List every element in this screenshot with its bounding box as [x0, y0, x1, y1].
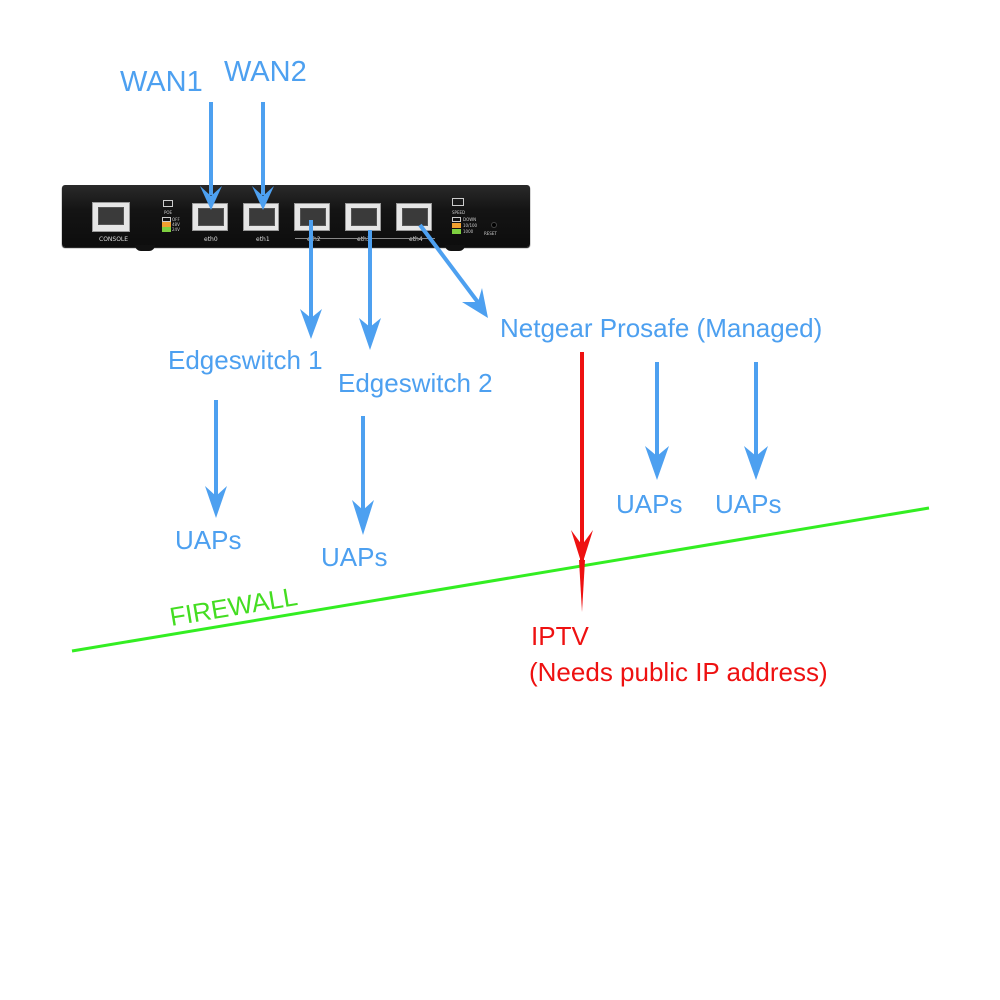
eth4-port	[396, 203, 432, 231]
arrow-wan1-to-eth0	[200, 102, 222, 210]
speed-legend-1000: 1000	[463, 229, 474, 234]
arrow-eth3-to-edgeswitch2	[359, 230, 381, 350]
arrow-edgeswitch2-to-uaps	[352, 416, 374, 535]
speed-led-10-100	[452, 223, 461, 228]
router-foot-left	[135, 245, 155, 251]
speed-led-down	[452, 217, 461, 222]
console-port	[92, 202, 130, 232]
eth3-port	[345, 203, 381, 231]
eth1-port	[243, 203, 279, 231]
speed-led-1000	[452, 229, 461, 234]
eth0-port-label: eth0	[204, 236, 218, 243]
eth4-port-label: eth4	[409, 236, 423, 243]
arrow-netgear-to-uaps-1	[645, 362, 669, 480]
uaps-edgeswitch2-label: UAPs	[321, 542, 388, 572]
poe-led-off	[162, 217, 171, 222]
poe-port-group-bracket	[295, 238, 435, 239]
poe-icon	[163, 200, 173, 207]
iptv-label: IPTV	[531, 621, 589, 651]
firewall-line	[71, 506, 930, 653]
uaps-edgeswitch1-label: UAPs	[175, 525, 242, 555]
speed-icon	[452, 198, 464, 206]
speed-legend-10-100: 10/100	[463, 223, 478, 228]
netgear-label: Netgear Prosafe (Managed)	[500, 313, 823, 343]
eth1-port-label: eth1	[256, 236, 270, 243]
poe-led-48v	[162, 222, 171, 227]
edgeswitch2-label: Edgeswitch 2	[338, 368, 493, 398]
poe-legend-48v: 48V	[172, 222, 180, 227]
console-port-label: CONSOLE	[99, 236, 129, 243]
router-foot-right	[445, 245, 465, 251]
poe-led-24v	[162, 227, 171, 232]
eth3-port-label: eth3	[357, 236, 371, 243]
poe-label: POE	[164, 210, 173, 215]
wan2-label: WAN2	[224, 56, 307, 88]
reset-button	[491, 222, 497, 228]
uaps-netgear-2-label: UAPs	[715, 489, 782, 519]
eth2-port-label: eth2	[307, 236, 321, 243]
arrow-netgear-to-iptv	[571, 352, 593, 612]
arrow-eth2-to-edgeswitch1	[300, 220, 322, 339]
arrow-eth4-to-netgear	[418, 223, 488, 318]
iptv-note-label: (Needs public IP address)	[529, 657, 828, 687]
poe-legend-24v: 24V	[172, 227, 180, 232]
speed-label: SPEED	[452, 210, 466, 215]
poe-legend-off: OFF	[172, 217, 180, 222]
uaps-netgear-1-label: UAPs	[616, 489, 683, 519]
arrow-edgeswitch1-to-uaps	[205, 400, 227, 518]
speed-legend-down: DOWN	[463, 217, 477, 222]
edgeswitch1-label: Edgeswitch 1	[168, 345, 323, 375]
wan1-label: WAN1	[120, 66, 203, 98]
arrow-wan2-to-eth1	[252, 102, 274, 210]
arrow-netgear-to-uaps-2	[744, 362, 768, 480]
reset-label: RESET	[484, 231, 497, 236]
